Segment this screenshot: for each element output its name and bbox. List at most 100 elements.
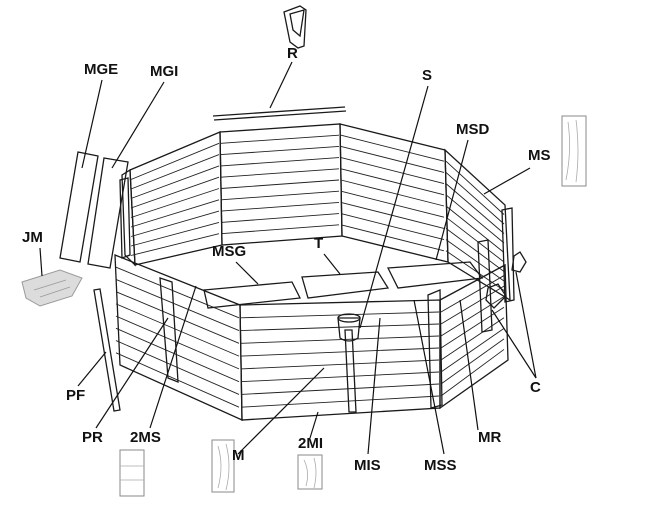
label-c: C — [530, 379, 541, 396]
plank-line — [445, 250, 505, 291]
board-mgi — [87, 157, 129, 269]
plank-section-ms-icon — [561, 115, 587, 187]
label-2ms: 2MS — [130, 429, 161, 446]
coping-boards — [203, 261, 484, 309]
label-mge: MGE — [84, 61, 118, 78]
wall-panel-front-right — [439, 263, 509, 410]
plank-line — [115, 291, 240, 344]
post-front-right — [427, 289, 443, 409]
plank-line — [130, 154, 220, 190]
plank-line — [440, 285, 505, 325]
wall-panel-back-left — [129, 131, 223, 266]
plank-line — [115, 266, 240, 319]
strip-pf — [93, 288, 121, 412]
label-pr: PR — [82, 429, 103, 446]
wall-panel-left — [121, 168, 136, 267]
plank-line — [130, 142, 220, 180]
plank-line — [240, 359, 440, 370]
plank-line — [220, 190, 340, 201]
plank-line — [445, 228, 505, 272]
plank-line — [445, 205, 505, 253]
plank-line — [445, 183, 505, 234]
front-wall-planks — [115, 266, 505, 408]
skimmer-icon — [337, 313, 361, 342]
plank-line — [445, 239, 505, 282]
post-right — [477, 239, 493, 333]
plank-line — [445, 172, 505, 225]
front-wall-panels — [114, 254, 509, 422]
label-t: T — [314, 235, 323, 252]
label-mr: MR — [478, 429, 501, 446]
label-mis: MIS — [354, 457, 381, 474]
plank-line — [220, 201, 340, 212]
plank-section-2ms-icon — [119, 449, 145, 497]
plank-line — [440, 306, 505, 349]
plank-line — [220, 213, 340, 223]
liner-sheet-icon — [21, 269, 83, 307]
plank-line — [220, 224, 340, 235]
plank-line — [220, 168, 340, 178]
plank-line — [130, 199, 220, 228]
plank-line — [115, 327, 240, 383]
small-bracket-icon — [485, 251, 527, 309]
plank-line — [440, 327, 505, 373]
plank-section-2mi-icon — [297, 454, 323, 490]
plank-line — [130, 188, 220, 218]
plank-line — [240, 335, 440, 344]
plank-line — [220, 134, 340, 144]
plank-line — [440, 338, 505, 385]
plank-line — [440, 275, 505, 313]
plank-line — [445, 160, 505, 215]
plank-line — [340, 168, 445, 196]
plank-line — [130, 233, 220, 256]
plank-line — [440, 296, 505, 337]
post-far-right — [501, 207, 515, 303]
plank-line — [240, 371, 440, 383]
plank-line — [115, 303, 240, 357]
plank-line — [220, 157, 340, 167]
coping-msg — [203, 281, 301, 309]
label-mss: MSS — [424, 457, 457, 474]
top-rail-r — [212, 106, 347, 121]
label-mgi: MGI — [150, 63, 178, 80]
pointer-lines — [39, 61, 537, 455]
plank-line — [240, 347, 440, 357]
label-msd: MSD — [456, 121, 490, 138]
wall-posts — [119, 177, 515, 413]
plank-line — [220, 179, 340, 189]
plank-line — [240, 383, 440, 395]
label-r: R — [287, 45, 298, 62]
coping-msd — [386, 261, 484, 289]
coping-t — [301, 271, 390, 299]
post-front-left — [159, 277, 179, 383]
corner-bracket-icon — [283, 5, 307, 49]
label-2mi: 2MI — [298, 435, 323, 452]
plank-line — [220, 145, 340, 156]
back-wall-panels — [121, 123, 511, 302]
plank-line — [130, 221, 220, 247]
plank-section-m-icon — [211, 439, 235, 493]
plank-line — [445, 194, 505, 244]
plank-line — [340, 224, 445, 252]
plank-line — [130, 165, 220, 199]
plank-line — [130, 210, 220, 237]
part-labels: R MGE MGI S MSD MS JM MSG T PF PR 2MS M … — [22, 45, 551, 474]
plank-line — [130, 176, 220, 209]
standing-boards — [59, 151, 129, 269]
wall-panel-right — [444, 148, 511, 302]
label-pf: PF — [66, 387, 85, 404]
plank-line — [340, 179, 445, 207]
plank-line — [340, 201, 445, 229]
plank-line — [340, 134, 445, 162]
plank-line — [445, 216, 505, 263]
plank-line — [240, 395, 440, 408]
plank-line — [340, 190, 445, 218]
plank-line — [440, 317, 505, 361]
label-msg: MSG — [212, 243, 246, 260]
label-jm: JM — [22, 229, 43, 246]
plank-line — [340, 213, 445, 241]
board-mge — [59, 151, 99, 263]
wall-panel-front-left — [114, 254, 243, 422]
plank-line — [340, 145, 445, 173]
